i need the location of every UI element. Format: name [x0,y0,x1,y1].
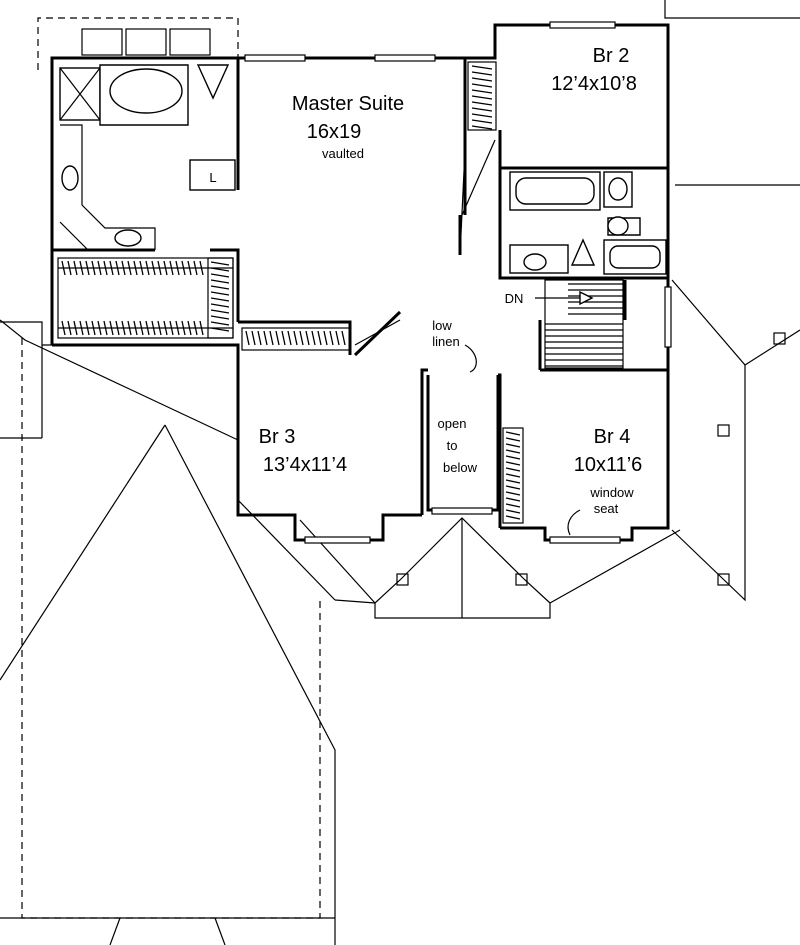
low-linen-label-line2: linen [432,334,459,349]
master-suite-size: 16x19 [307,121,362,143]
room-labels: Master Suite 16x19 vaulted Br 2 12’4x10’… [209,45,642,516]
windows [244,21,672,544]
stair-treads [545,283,623,367]
leaders [464,344,581,536]
br2-name: Br 2 [593,45,630,67]
hall-bath-fixtures [509,171,667,275]
br3-size: 13’4x11’4 [263,454,347,476]
stair[interactable] [535,279,624,369]
closets [57,61,524,524]
open-to-below-line2: to [447,438,458,453]
br4-size: 10x11’6 [574,454,643,476]
br2-size: 12’4x10’8 [551,73,637,95]
open-to-below-line3: below [443,460,478,475]
br4-name: Br 4 [594,426,631,448]
walls [50,23,670,542]
window-seat-line2: seat [594,501,619,516]
hanger-marks [61,65,521,520]
skylights [81,28,211,56]
linen-cabinet-label: L [209,170,216,185]
stair-direction-label: DN [505,291,524,306]
low-linen-label-line1: low [432,318,452,333]
window-seat-line1: window [589,485,634,500]
br3-name: Br 3 [259,426,296,448]
open-to-below-line1: open [438,416,467,431]
master-bath-fixtures [59,64,236,251]
master-suite-name: Master Suite [292,93,404,115]
master-suite-note: vaulted [322,146,364,161]
doors [354,139,496,346]
